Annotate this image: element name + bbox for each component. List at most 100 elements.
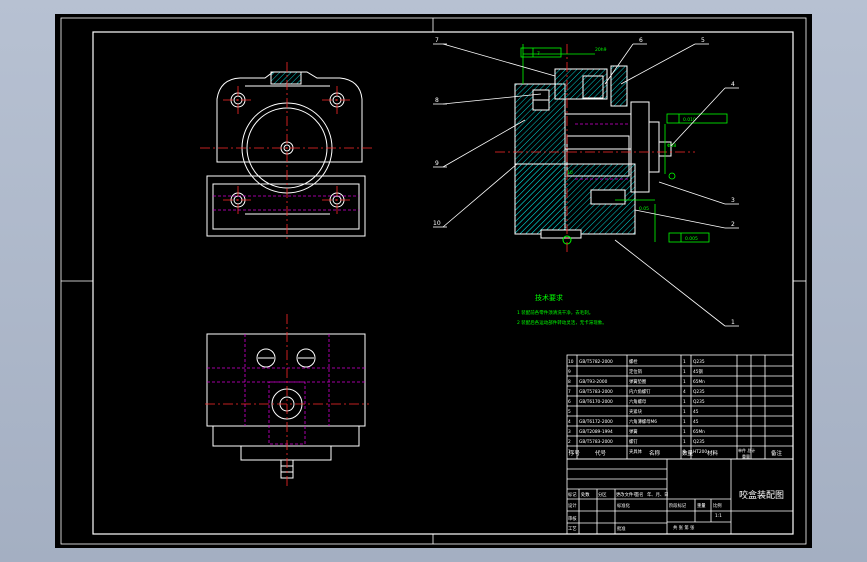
title-block-lines (566, 458, 794, 535)
bom-cell-mat: 65Mn (693, 429, 705, 435)
bom-cell-code: GB/T93-2000 (579, 379, 608, 385)
outer-border (60, 17, 807, 545)
bom-cell-no: 9 (568, 369, 571, 375)
top-view-hidden (213, 195, 359, 211)
bom-header-weight2: 重量 (742, 453, 750, 459)
section-view (514, 65, 672, 245)
balloon-2: 2 (731, 221, 735, 228)
tb-stage-mark: 阶段标记 (669, 502, 687, 509)
bom-cell-name: 螺栓 (629, 358, 638, 365)
dimensions (520, 44, 728, 243)
bom-cell-no: 1 (568, 449, 571, 455)
bom-headers: 序号 代号 名称 数量 材料 单件 总计 重量 备注 (569, 447, 783, 459)
bom-cell-mat: Q235 (693, 399, 705, 405)
balloon-4: 4 (731, 81, 735, 88)
bom-table-lines (566, 354, 794, 460)
bom-cell-no: 6 (568, 399, 571, 405)
bom-cell-mat: Q235 (693, 389, 705, 395)
tech-req-2: 2 装配后各运动部件转动灵活，无卡滞现象。 (517, 319, 607, 326)
section-hidden (575, 123, 630, 180)
tech-req-1: 1 装配前各零件须清洗干净，去毛刺。 (517, 309, 593, 316)
bom-cell-name: 螺钉 (629, 438, 638, 445)
front-view-centerlines (205, 314, 369, 486)
bom-cell-qty: 1 (683, 419, 686, 425)
top-view-centerlines (200, 62, 375, 240)
balloon-1: 1 (731, 319, 735, 326)
balloon-7: 7 (435, 37, 439, 44)
bom-header-mat: 材料 (707, 449, 719, 457)
tech-requirements: 技术要求 1 装配前各零件须清洗干净，去毛刺。 2 装配后各运动部件转动灵活，无… (517, 293, 607, 326)
dim-text-1: 20h9 (595, 47, 607, 53)
balloon-labels: 7 8 9 10 6 5 4 3 2 1 (433, 37, 735, 326)
drawing-svg: 7 20h9 0.010 Φ38 0.005 10 0.05 7 8 9 10 … (60, 17, 807, 545)
bom-cell-qty: 1 (683, 409, 686, 415)
bom-header-name: 名称 (649, 449, 661, 457)
bom-cell-qty: 1 (683, 379, 686, 385)
bom-cell-no: 3 (568, 429, 571, 435)
dim-text-4: 0.005 (685, 236, 698, 242)
tb-scale-val: 1:1 (715, 513, 722, 519)
leaders (433, 43, 739, 327)
bom-cell-qty: 1 (683, 449, 686, 455)
bom-cell-code: GB/T5783-2000 (579, 389, 613, 395)
bom-header-remark: 备注 (771, 449, 783, 457)
bom-cell-mat: 45钢 (693, 368, 703, 375)
bom-cell-mat: 45 (693, 409, 699, 415)
bom-cell-name: 弹簧 (629, 428, 638, 435)
bom-cell-mat: 65Mn (693, 379, 705, 385)
bom-cell-no: 7 (568, 389, 571, 395)
bom-cell-no: 10 (568, 359, 574, 365)
dim-text-2: 0.010 (683, 117, 696, 123)
tb-count: 处数 (581, 491, 590, 498)
bom-cell-name: 夹具体 (629, 448, 643, 455)
bom-header-weight: 单件 总计 (738, 447, 755, 453)
tb-sign: 签名 (635, 491, 644, 498)
bom-cell-code: GB/T6170-2000 (579, 399, 613, 405)
tb-scale: 比例 (713, 502, 722, 509)
bom-cell-qty: 1 (683, 439, 686, 445)
dim-texts: 7 20h9 0.010 Φ38 0.005 10 0.05 (537, 47, 698, 242)
bom-cell-qty: 1 (683, 399, 686, 405)
bom-cell-qty: 1 (683, 359, 686, 365)
balloon-6: 6 (639, 37, 643, 44)
tb-change-doc: 更改文件号 (616, 491, 637, 498)
drawing-title: 咬盒装配图 (739, 489, 784, 501)
bom-cell-code: GB/T5782-2000 (579, 359, 613, 365)
bom-cell-name: 弹簧垫圈 (629, 378, 646, 385)
tech-req-title: 技术要求 (535, 293, 563, 302)
title-block-text: 标记 处数 分区 更改文件号 签名 年、月、日 设计 标准化 审核 工艺 批准 … (568, 491, 722, 532)
bom-cell-code: GB/T5783-2000 (579, 439, 613, 445)
tb-design: 设计 (568, 502, 577, 509)
bom-header-no: 序号 (569, 449, 581, 457)
balloon-9: 9 (435, 160, 439, 167)
tb-sheets: 共 张 第 张 (673, 524, 695, 531)
bom-cell-mat: Q235 (693, 439, 705, 445)
bom-cell-code: GB/T2089-1994 (579, 429, 613, 435)
bom-cell-mat: Q235 (693, 359, 705, 365)
balloon-3: 3 (731, 197, 735, 204)
bom-header-qty: 数量 (682, 449, 694, 457)
inner-border (92, 31, 794, 535)
bom-cell-qty: 1 (683, 369, 686, 375)
section-centerline (495, 44, 695, 254)
bom-cell-name: 内六角螺钉 (629, 388, 651, 395)
tb-check: 审核 (568, 515, 577, 522)
dim-text-6: 0.05 (639, 206, 649, 212)
tb-date: 年、月、日 (647, 491, 668, 498)
drawing-canvas[interactable]: 7 20h9 0.010 Φ38 0.005 10 0.05 7 8 9 10 … (55, 14, 812, 548)
center-marks (61, 18, 806, 544)
tb-mark: 标记 (568, 491, 577, 498)
top-view (206, 71, 366, 237)
bom-cell-no: 8 (568, 379, 571, 385)
tb-approve: 批准 (617, 525, 626, 532)
balloon-5: 5 (701, 37, 705, 44)
bom-cell-name: 夹紧块 (629, 408, 643, 415)
bom-cell-code: GB/T6172-2000 (579, 419, 613, 425)
bom-cell-no: 5 (568, 409, 571, 415)
dim-text-3: Φ38 (667, 143, 676, 149)
bom-cell-mat: 45 (693, 419, 699, 425)
dim-text-5: 10 (567, 170, 573, 176)
dim-text-0: 7 (537, 51, 540, 57)
bom-cell-no: 2 (568, 439, 571, 445)
